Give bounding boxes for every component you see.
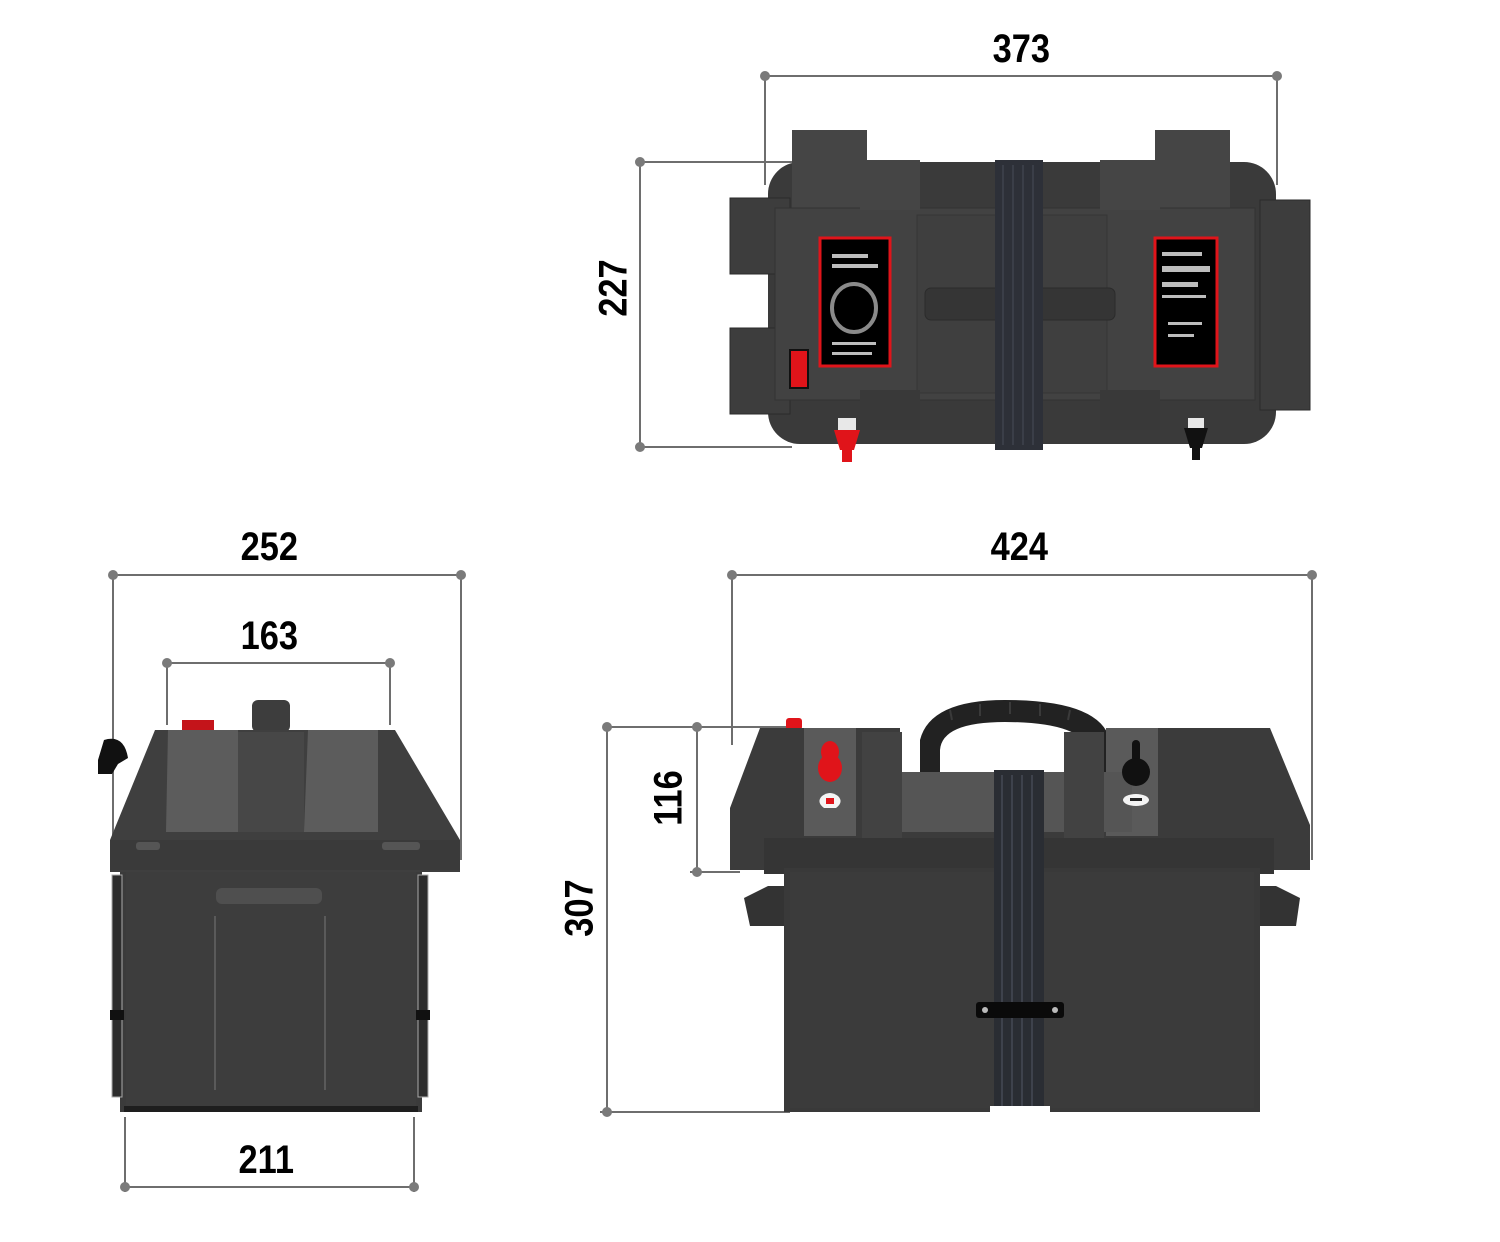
- voltmeter-panel-icon: [818, 236, 892, 368]
- dimension-label-211: 211: [238, 1138, 295, 1182]
- negative-terminal-icon: [1184, 418, 1208, 460]
- usb-panel-icon: [1153, 236, 1219, 368]
- front-view: [730, 700, 1310, 1116]
- dimension-label-227: 227: [591, 259, 636, 317]
- positive-terminal-icon: [834, 418, 860, 462]
- switch-icon: [789, 349, 809, 389]
- dimension-label-373: 373: [992, 27, 1051, 71]
- dimension-label-163: 163: [240, 614, 299, 658]
- dimension-label-307: 307: [557, 879, 602, 937]
- connector-icon: [98, 738, 128, 774]
- positive-terminal-icon: [818, 741, 842, 808]
- top-view: [729, 130, 1311, 462]
- handle-icon: [920, 700, 1110, 775]
- dimension-endpoint-markers: [108, 71, 1317, 1192]
- dimension-label-252: 252: [240, 525, 299, 569]
- dimension-label-116: 116: [646, 770, 691, 826]
- side-view: [98, 700, 460, 1112]
- buckle-plate-icon: [976, 1002, 1064, 1018]
- dimension-label-424: 424: [990, 525, 1049, 569]
- negative-terminal-icon: [1122, 740, 1150, 806]
